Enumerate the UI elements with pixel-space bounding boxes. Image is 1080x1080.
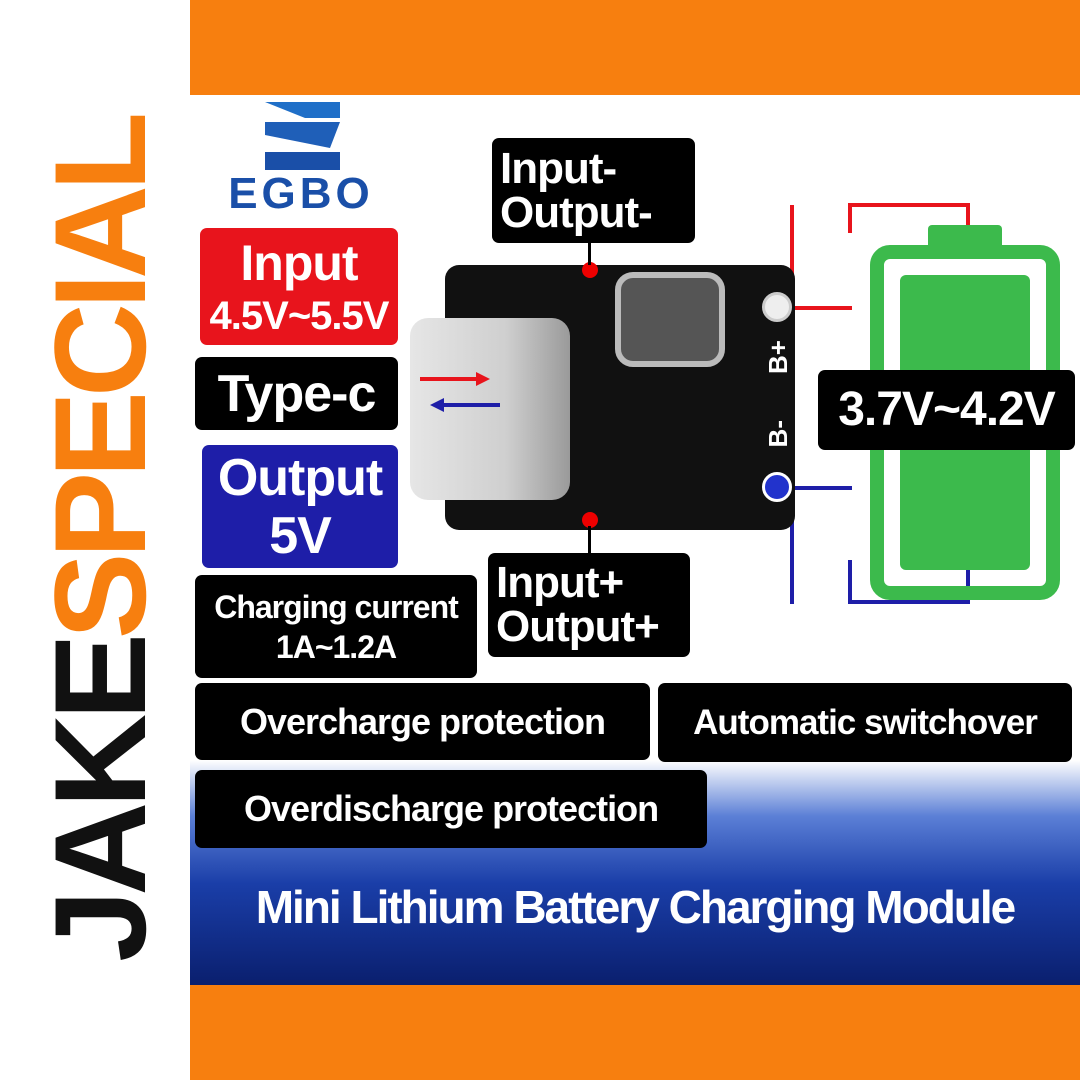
bottom-orange-bar — [190, 985, 1080, 1080]
type-c-text: Type-c — [217, 364, 377, 423]
output-title: Output — [217, 448, 383, 507]
brand-watermark: JAKESPECIAL — [27, 25, 173, 1055]
neg-line2: Output- — [500, 187, 653, 237]
inductor — [615, 272, 725, 367]
positive-terminal-label: Input+ Output+ — [488, 553, 690, 657]
brand-part2: SPECIAL — [27, 117, 173, 640]
negative-terminal-label: Input- Output- — [492, 138, 695, 243]
blue-wire-2 — [848, 560, 970, 604]
input-title: Input — [240, 234, 358, 291]
b-plus-pad — [762, 292, 792, 322]
auto-switch-text: Automatic switchover — [693, 703, 1038, 742]
type-c-label: Type-c — [195, 357, 398, 430]
logo-text: EGBO — [228, 169, 374, 218]
arrow-left-icon — [430, 398, 500, 412]
brand-part1: JAKE — [27, 639, 173, 963]
arrow-right-icon — [420, 372, 490, 386]
overcharge-text: Overcharge protection — [239, 700, 606, 742]
b-plus-text: B+ — [763, 340, 793, 374]
output-value: 5V — [269, 506, 332, 565]
logo-mark-icon — [265, 102, 340, 170]
neg-line1: Input- — [500, 143, 617, 193]
pos-line1: Input+ — [496, 558, 624, 607]
product-title: Mini Lithium Battery Charging Module — [190, 880, 1080, 935]
pos-line2: Output+ — [496, 602, 660, 651]
b-minus-text: B- — [763, 420, 793, 448]
b-minus-pad — [762, 472, 792, 502]
auto-switch-label: Automatic switchover — [658, 683, 1072, 762]
pos-marker-dot — [582, 512, 598, 528]
overcharge-label: Overcharge protection — [195, 683, 650, 760]
blue-wire-1 — [790, 486, 852, 604]
battery-voltage-text: 3.7V~4.2V — [838, 383, 1056, 436]
usb-c-connector — [410, 318, 570, 500]
charging-title: Charging current — [214, 588, 459, 625]
input-range: 4.5V~5.5V — [209, 293, 390, 338]
battery-voltage-label: 3.7V~4.2V — [818, 370, 1075, 450]
product-title-text: Mini Lithium Battery Charging Module — [255, 881, 1017, 933]
red-wire-2 — [848, 203, 970, 233]
charging-current-label: Charging current 1A~1.2A — [195, 575, 477, 678]
top-orange-bar — [190, 0, 1080, 95]
charging-value: 1A~1.2A — [275, 628, 397, 665]
red-wire-1 — [790, 205, 852, 310]
input-label: Input 4.5V~5.5V — [200, 228, 398, 345]
neg-leader-line — [588, 243, 591, 265]
overdischarge-text: Overdischarge protection — [243, 788, 659, 829]
neg-marker-dot — [582, 262, 598, 278]
pos-leader-line — [588, 526, 591, 554]
output-label: Output 5V — [202, 445, 398, 568]
egbo-logo: EGBO — [195, 100, 407, 218]
overdischarge-label: Overdischarge protection — [195, 770, 707, 848]
